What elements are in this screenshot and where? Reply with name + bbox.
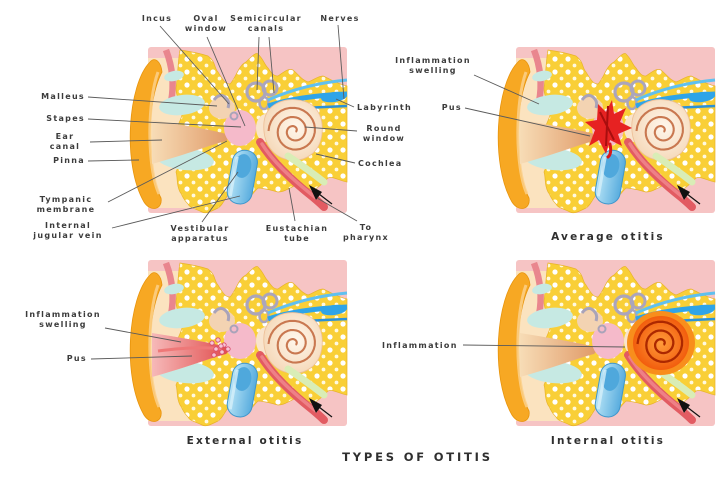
label-stapes: Stapes [46,114,85,123]
label-incus: Incus [141,14,173,23]
label-vestibular-apparatus: Vestibular apparatus [170,224,230,243]
label-to-pharynx: To pharynx [343,223,389,242]
label-pus-external: Pus [66,354,87,363]
label-ear-canal: Ear canal [49,132,81,151]
ear-illustration-external-otitis [118,255,348,430]
label-labyrinth: Labyrinth [357,103,413,112]
label-round-window: Round window [362,124,406,143]
ear-illustration-internal-otitis [486,255,716,430]
caption-average-otitis: Average otitis [551,231,665,243]
caption-external-otitis: External otitis [186,435,304,447]
page-title: TYPES OF OTITIS [342,450,493,464]
label-cochlea: Cochlea [358,159,403,168]
label-pus-average: Pus [441,103,462,112]
label-eustachian-tube: Eustachian tube [265,224,329,243]
label-oval-window: Oval window [184,14,228,33]
label-semicircular-canals: Semicircular canals [230,14,302,33]
label-inflammation-swelling-external: Inflammation swelling [25,310,101,329]
caption-internal-otitis: Internal otitis [550,435,666,447]
label-inflammation-internal: Inflammation [382,341,458,350]
label-inflammation-swelling-average: Inflammation swelling [395,56,471,75]
label-malleus: Malleus [41,92,85,101]
ear-illustration-normal [118,42,348,217]
label-pinna: Pinna [53,156,85,165]
label-internal-jugular-vein: Internal jugular vein [33,221,103,240]
label-tympanic-membrane: Tympanic membrane [36,195,96,214]
label-nerves: Nerves [320,14,360,23]
ear-illustration-average-otitis [486,42,716,217]
